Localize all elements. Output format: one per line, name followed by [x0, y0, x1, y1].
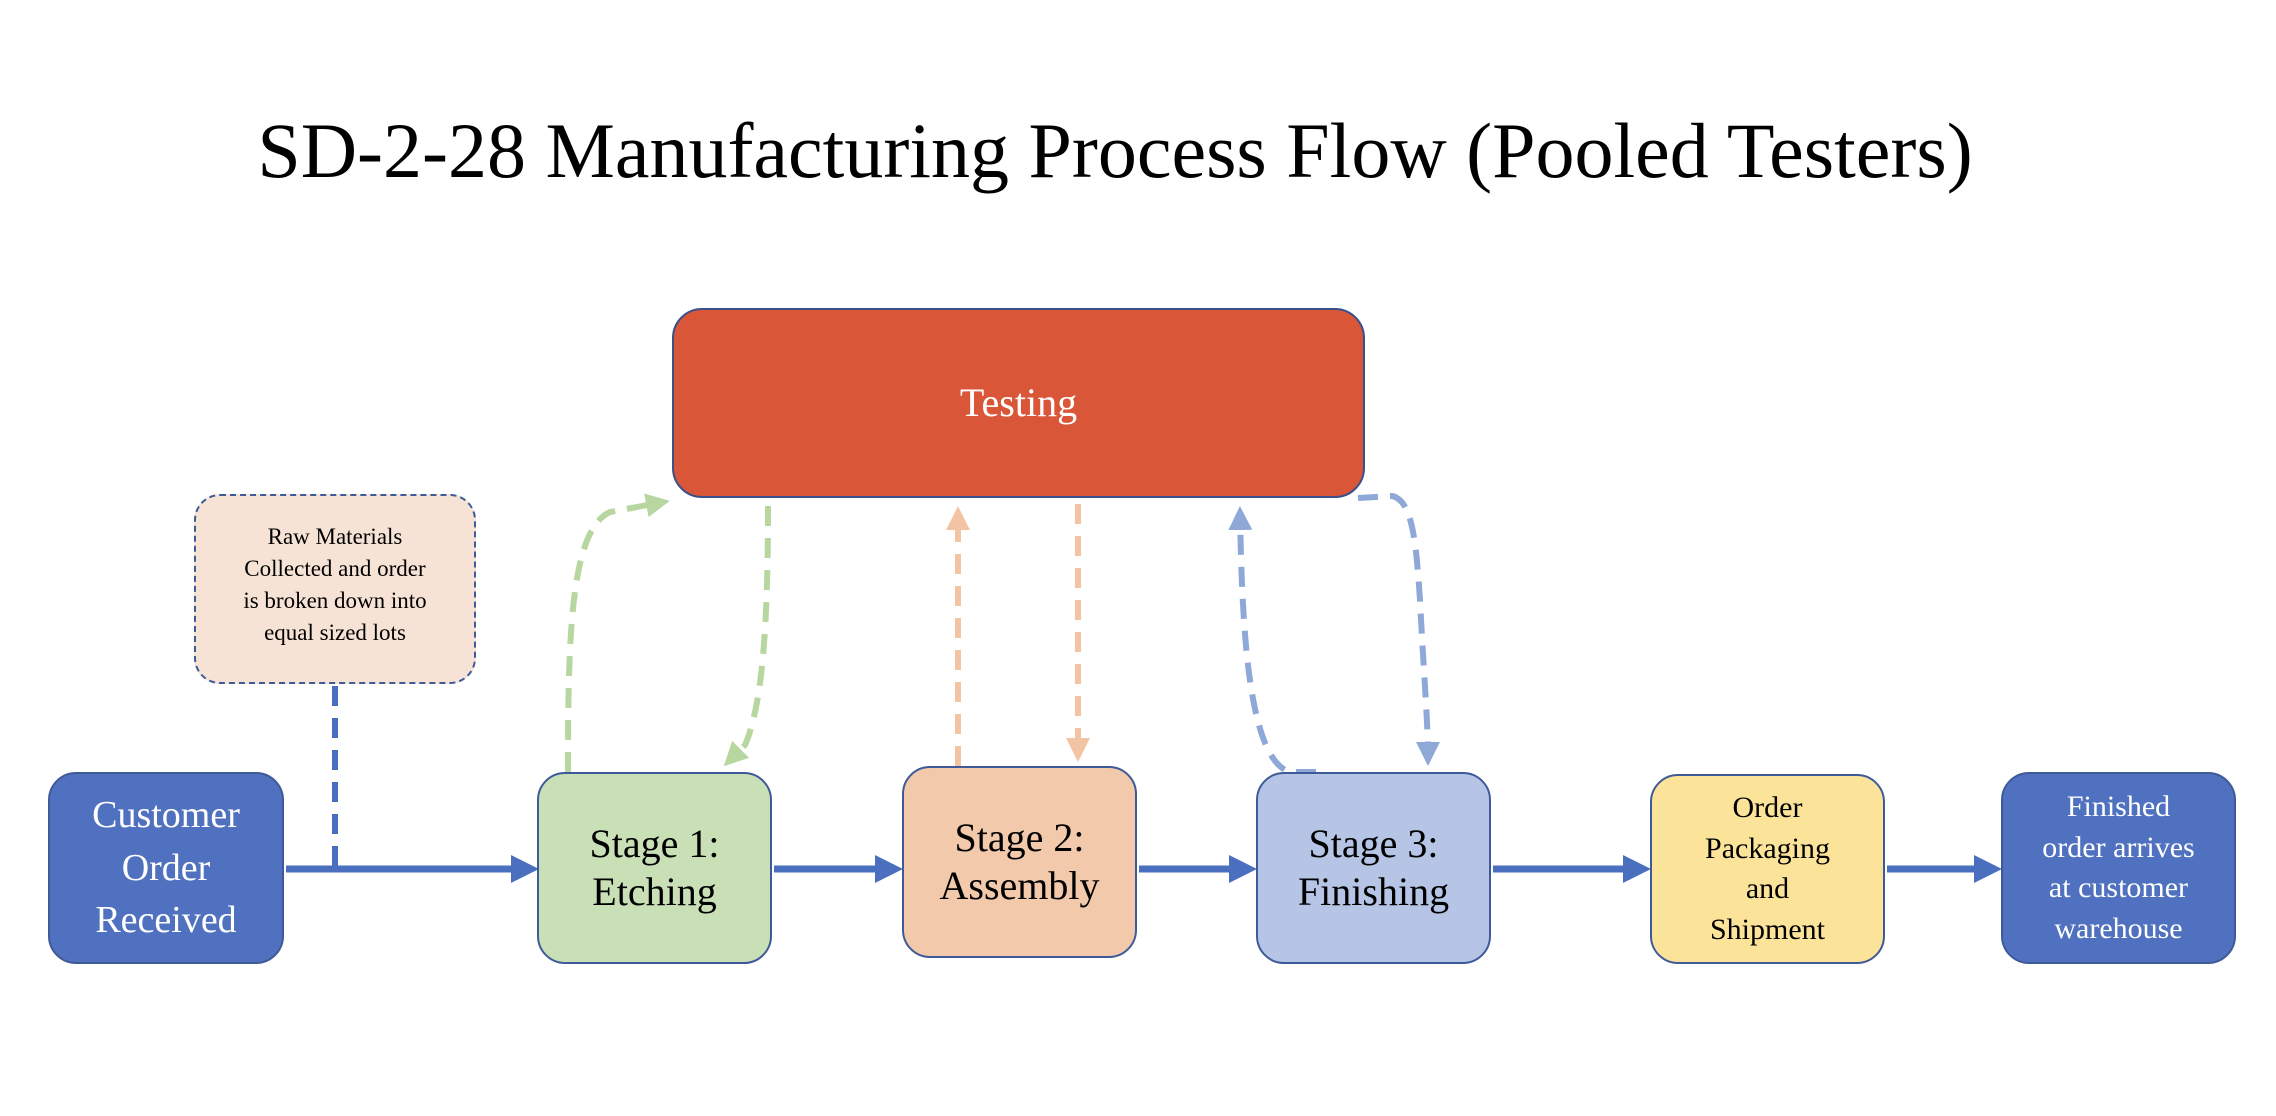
- arrow-stage3-to-testing: [1228, 506, 1316, 775]
- arrow-stage1-to-testing: [565, 493, 670, 773]
- customer-order-node: Customer Order Received: [48, 772, 284, 964]
- stage2-assembly-node: Stage 2: Assembly: [902, 766, 1137, 958]
- testing-node: Testing: [672, 308, 1365, 498]
- arrow-testing-to-stage3: [1357, 492, 1440, 766]
- stage1-etching-node: Stage 1: Etching: [537, 772, 772, 964]
- stage3-finishing-node: Stage 3: Finishing: [1256, 772, 1491, 964]
- raw-materials-node: Raw Materials Collected and order is bro…: [194, 494, 476, 684]
- arrow-testing-to-stage1: [723, 505, 771, 767]
- packaging-shipment-node: Order Packaging and Shipment: [1650, 774, 1885, 964]
- diagram-title: SD-2-28 Manufacturing Process Flow (Pool…: [257, 107, 1973, 194]
- finished-order-node: Finished order arrives at customer wareh…: [2001, 772, 2236, 964]
